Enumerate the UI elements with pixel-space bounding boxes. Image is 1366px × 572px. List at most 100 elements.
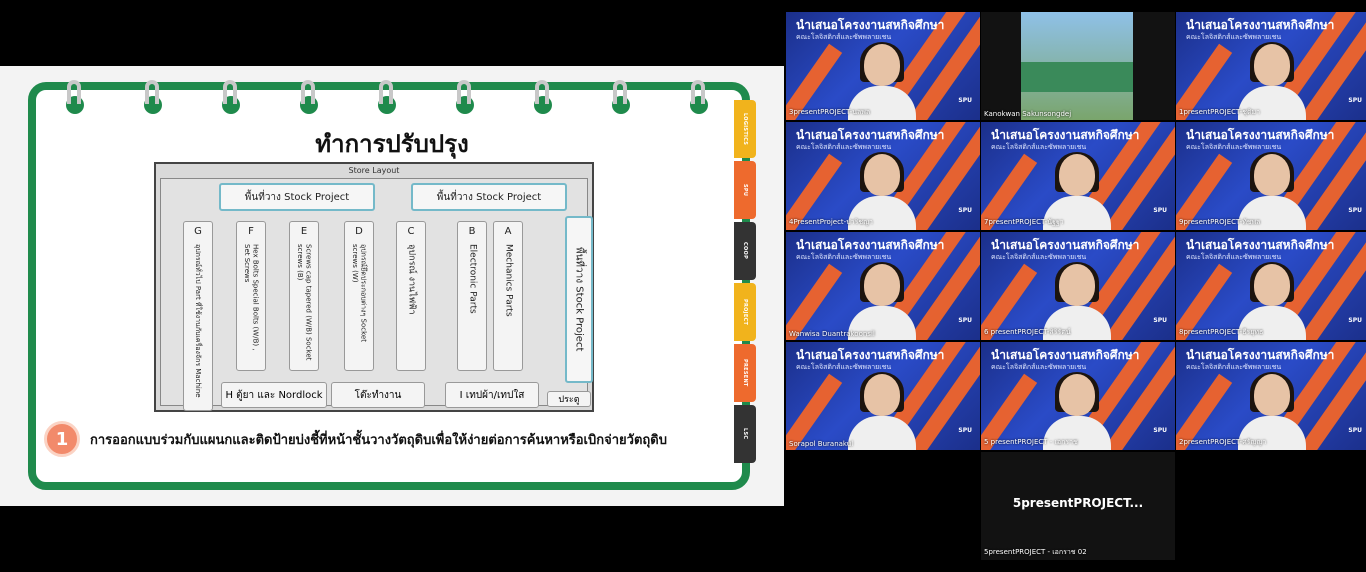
notebook-frame xyxy=(28,80,750,490)
banner-title: นำเสนอโครงงานสหกิจศึกษา xyxy=(991,128,1140,142)
spu-logo: SPU xyxy=(1153,207,1167,214)
ring-icon xyxy=(220,80,240,114)
participant-tile[interactable]: นำเสนอโครงงานสหกิจศึกษาคณะโลจิสติกส์และซ… xyxy=(1176,342,1366,450)
tab-project: PROJECT xyxy=(734,283,756,341)
stock-area-top-left: พื้นที่วาง Stock Project xyxy=(219,183,375,211)
participant-name: 9presentPROJECT-ทัชพล xyxy=(1179,218,1261,226)
participant-name: Sorapol Buranakul xyxy=(789,440,854,448)
caption: 1 การออกแบบร่วมกับแผนกและติดป้ายบ่งชี้ที… xyxy=(44,421,704,457)
participant-tile[interactable]: นำเสนอโครงงานสหกิจศึกษาคณะโลจิสติกส์และซ… xyxy=(981,232,1175,340)
banner-title: นำเสนอโครงงานสหกิจศึกษา xyxy=(796,348,945,362)
participant-tile[interactable]: นำเสนอโครงงานสหกิจศึกษาคณะโลจิสติกส์และซ… xyxy=(1176,122,1366,230)
banner-title: นำเสนอโครงงานสหกิจศึกษา xyxy=(796,128,945,142)
shelf-g: G อุปกรณ์ทั่วไป Part ที่ใช้งานกับเครื่อง… xyxy=(183,221,213,411)
ring-icon xyxy=(64,80,84,114)
ring-icon xyxy=(610,80,630,114)
banner-title: นำเสนอโครงงานสหกิจศึกษา xyxy=(1186,238,1335,252)
spu-logo: SPU xyxy=(1153,317,1167,324)
banner-subtitle: คณะโลจิสติกส์และซัพพลายเชน xyxy=(991,143,1087,151)
participant-video xyxy=(1238,42,1306,120)
spu-logo: SPU xyxy=(1348,207,1362,214)
participant-tile[interactable]: นำเสนอโครงงานสหกิจศึกษาคณะโลจิสติกส์และซ… xyxy=(786,122,980,230)
banner-subtitle: คณะโลจิสติกส์และซัพพลายเชน xyxy=(796,363,892,371)
tab-coop: COOP xyxy=(734,222,756,280)
spu-logo: SPU xyxy=(958,97,972,104)
participant-name: 7presentPROJECT-นัฐฐา xyxy=(984,218,1064,226)
participant-tile[interactable]: นำเสนอโครงงานสหกิจศึกษาคณะโลจิสติกส์และซ… xyxy=(1176,232,1366,340)
participant-name: 5presentPROJECT - เอกราช 02 xyxy=(984,548,1087,556)
participant-name: Wanwisa Duantrakoonsil xyxy=(789,330,875,338)
participant-video xyxy=(1238,372,1306,450)
banner-subtitle: คณะโลจิสติกส์และซัพพลายเชน xyxy=(991,363,1087,371)
participant-photo xyxy=(1021,12,1133,120)
participant-name: 4PresentProject-ปาริชญา xyxy=(789,218,873,226)
participant-video xyxy=(1043,152,1111,230)
ring-icon xyxy=(298,80,318,114)
zone-worktable: โต๊ะทำงาน xyxy=(331,382,425,408)
ring-icon xyxy=(688,80,708,114)
participant-name: 2presentPROJECT-ศรัญญา xyxy=(1179,438,1267,446)
tab-lsc: LSC xyxy=(734,405,756,463)
participant-video xyxy=(1043,372,1111,450)
banner-title: นำเสนอโครงงานสหกิจศึกษา xyxy=(1186,128,1335,142)
spu-logo: SPU xyxy=(958,427,972,434)
participant-name: 6 presentPROJECT-สิริรัตน์ xyxy=(984,328,1071,336)
stock-area-top-right: พื้นที่วาง Stock Project xyxy=(411,183,567,211)
participant-tile[interactable]: นำเสนอโครงงานสหกิจศึกษาคณะโลจิสติกส์และซ… xyxy=(981,342,1175,450)
slide-title: ทำการปรับปรุง xyxy=(315,130,469,158)
caption-number-badge: 1 xyxy=(44,421,80,457)
ring-icon xyxy=(376,80,396,114)
participant-tile[interactable]: นำเสนอโครงงานสหกิจศึกษาคณะโลจิสติกส์และซ… xyxy=(786,342,980,450)
shelf-b: B Electronic Parts xyxy=(457,221,487,371)
zone-h-cabinet: H ตู้ยา และ Nordlock xyxy=(221,382,327,408)
tab-logistics: LOGISTICS xyxy=(734,100,756,158)
spu-logo: SPU xyxy=(958,317,972,324)
banner-title: นำเสนอโครงงานสหกิจศึกษา xyxy=(1186,348,1335,362)
participant-video xyxy=(848,262,916,340)
banner-title: นำเสนอโครงงานสหกิจศึกษา xyxy=(796,18,945,32)
banner-subtitle: คณะโลจิสติกส์และซัพพลายเชน xyxy=(991,253,1087,261)
participant-tile[interactable]: นำเสนอโครงงานสหกิจศึกษาคณะโลจิสติกส์และซ… xyxy=(786,232,980,340)
banner-subtitle: คณะโลจิสติกส์และซัพพลายเชน xyxy=(1186,143,1282,151)
banner-subtitle: คณะโลจิสติกส์และซัพพลายเชน xyxy=(796,253,892,261)
tab-spu: SPU xyxy=(734,161,756,219)
banner-title: นำเสนอโครงงานสหกิจศึกษา xyxy=(991,238,1140,252)
participant-tile[interactable]: นำเสนอโครงงานสหกิจศึกษาคณะโลจิสติกส์และซ… xyxy=(981,122,1175,230)
zone-i-tape: I เทปผ้า/เทปใส xyxy=(445,382,539,408)
participant-video xyxy=(1043,262,1111,340)
shelf-a: A Mechanics Parts xyxy=(493,221,523,371)
caption-text: การออกแบบร่วมกับแผนกและติดป้ายบ่งชี้ที่ห… xyxy=(90,432,667,448)
banner-subtitle: คณะโลจิสติกส์และซัพพลายเชน xyxy=(796,33,892,41)
banner-subtitle: คณะโลจิสติกส์และซัพพลายเชน xyxy=(1186,363,1282,371)
participant-video xyxy=(1238,152,1306,230)
stock-area-right: พื้นที่วาง Stock Project xyxy=(565,216,593,383)
participant-video xyxy=(848,152,916,230)
participant-name: 5 presentPROJECT - เอกราช xyxy=(984,438,1078,446)
participant-tile[interactable]: Kanokwan Sakunsongdej xyxy=(981,12,1175,120)
shelf-d: D อุปกรณ์ยึดประกอบต่างๆ Socket screws (W… xyxy=(344,221,374,371)
banner-subtitle: คณะโลจิสติกส์และซัพพลายเชน xyxy=(796,143,892,151)
ring-icon xyxy=(532,80,552,114)
spu-logo: SPU xyxy=(1348,317,1362,324)
participant-placeholder-name: 5presentPROJECT... xyxy=(1012,496,1144,510)
banner-subtitle: คณะโลจิสติกส์และซัพพลายเชน xyxy=(1186,253,1282,261)
participant-tile[interactable]: นำเสนอโครงงานสหกิจศึกษาคณะโลจิสติกส์และซ… xyxy=(786,12,980,120)
participant-tile[interactable]: 5presentPROJECT... 5presentPROJECT - เอกร… xyxy=(981,452,1175,560)
participant-name: 3presentPROJECT-นลพล xyxy=(789,108,871,116)
spu-logo: SPU xyxy=(1348,97,1362,104)
shelf-e: E Screws cap tapered (W/B) Socket screws… xyxy=(289,221,319,371)
store-layout-diagram: Store Layout พื้นที่วาง Stock Project พื… xyxy=(154,162,594,412)
tab-present: PRESENT xyxy=(734,344,756,402)
layout-title: Store Layout xyxy=(348,166,400,175)
ring-icon xyxy=(454,80,474,114)
banner-title: นำเสนอโครงงานสหกิจศึกษา xyxy=(796,238,945,252)
banner-title: นำเสนอโครงงานสหกิจศึกษา xyxy=(1186,18,1335,32)
banner-title: นำเสนอโครงงานสหกิจศึกษา xyxy=(991,348,1140,362)
shelf-c: C อุปกรณ์ งานไฟฟ้า xyxy=(396,221,426,371)
participant-video xyxy=(1238,262,1306,340)
ring-icon xyxy=(142,80,162,114)
notebook-tabs: LOGISTICS SPU COOP PROJECT PRESENT LSC xyxy=(734,100,758,466)
participant-tile[interactable]: นำเสนอโครงงานสหกิจศึกษาคณะโลจิสติกส์และซ… xyxy=(1176,12,1366,120)
participant-video xyxy=(848,372,916,450)
spu-logo: SPU xyxy=(958,207,972,214)
